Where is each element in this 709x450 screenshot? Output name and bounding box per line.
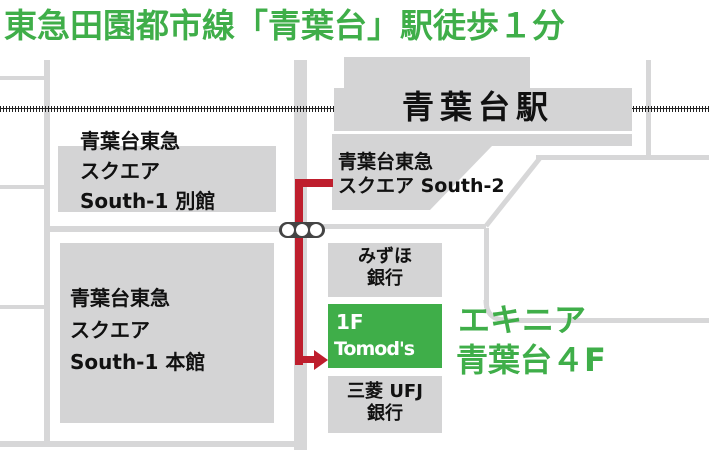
building-south1-main-line2: スクエア [70,318,150,342]
building-south1-main-label: 青葉台東急 スクエア South-1 本館 [70,282,205,378]
building-south1-annex [58,146,276,212]
building-south1-annex-label: 青葉台東急 スクエア South-1 別館 [80,126,215,216]
building-mufg-label: 三菱 UFJ 銀行 [328,381,442,425]
signal-light [310,224,322,236]
building-mizuho-line2: 銀行 [367,268,403,289]
mall-name-line1: エキニア [458,301,587,339]
building-south1-main-line1: 青葉台東急 [70,286,170,310]
building-south1-main-line3: South-1 本館 [70,350,206,374]
building-south2-label: 青葉台東急 スクエア South-2 [338,150,505,198]
building-mizuho-line1: みずほ [358,246,412,267]
building-mufg-line1: 三菱 UFJ [347,381,423,402]
traffic-signal-icon [279,222,325,238]
building-south1-main [60,243,274,423]
walking-route-bottom [295,356,317,363]
route-arrow-icon [314,350,328,370]
building-south2-line2: スクエア South-2 [338,175,505,197]
signal-light [282,224,294,236]
road-horizontal-right-top [536,155,709,160]
road-horizontal-right-mid [306,224,486,229]
mall-name-line2: 青葉台４F [456,341,606,379]
destination-tomods-box[interactable]: 1F Tomod's [328,304,442,368]
walking-route-vertical [295,179,303,365]
road-stub-mid-left [0,185,46,189]
road-horizontal-bottom [0,441,300,447]
building-mizuho-label: みずほ 銀行 [328,246,442,290]
road-vertical-left [44,60,50,445]
page-title: 東急田園都市線「青葉台」駅徒歩１分 [4,6,565,45]
building-mizuho [328,243,442,297]
road-horizontal-mid [44,226,300,232]
station-building [334,88,632,131]
road-stub-top-left [0,76,46,80]
destination-floor: 1F [336,310,364,334]
road-horizontal-right-lower [500,318,709,323]
building-south2-line1: 青葉台東急 [338,151,434,173]
road-curves [483,156,542,323]
road-stub-lower-left [0,305,46,309]
building-south1-annex-line2: スクエア [80,159,160,183]
building-mufg [328,376,442,433]
building-mufg-line2: 銀行 [367,403,403,424]
road-curve-vertical [484,228,489,308]
signal-light [296,224,308,236]
building-south1-annex-line3: South-1 別館 [80,189,216,213]
building-south2-shape [332,134,632,210]
station-label: 青葉台駅 [402,88,555,126]
destination-name: Tomod's [334,338,415,360]
walking-route-top [295,179,333,187]
building-south1-annex-line1: 青葉台東急 [80,129,180,153]
